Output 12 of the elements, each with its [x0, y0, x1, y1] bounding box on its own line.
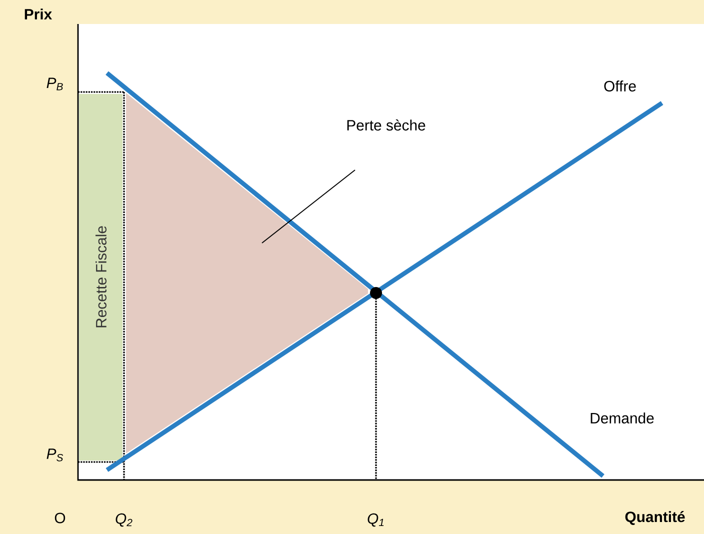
- leader-line: [262, 170, 356, 244]
- curve-label: Offre: [604, 80, 636, 92]
- quantity-label: Q$_{2}$: [116, 513, 132, 527]
- quantity-label: Q$_{1}$: [368, 513, 384, 527]
- origin-label: O: [54, 512, 66, 524]
- price-label: P$_{B}$: [46, 78, 63, 90]
- curve-label: Demande: [590, 412, 654, 424]
- tax-revenue-band: Recette Fiscale: [79, 94, 122, 460]
- axis-title: Quantité: [625, 511, 685, 525]
- axis-title: Prix: [24, 8, 52, 20]
- callout-text: Perte sèche: [347, 119, 426, 131]
- price-label: P$_{S}$: [46, 448, 64, 462]
